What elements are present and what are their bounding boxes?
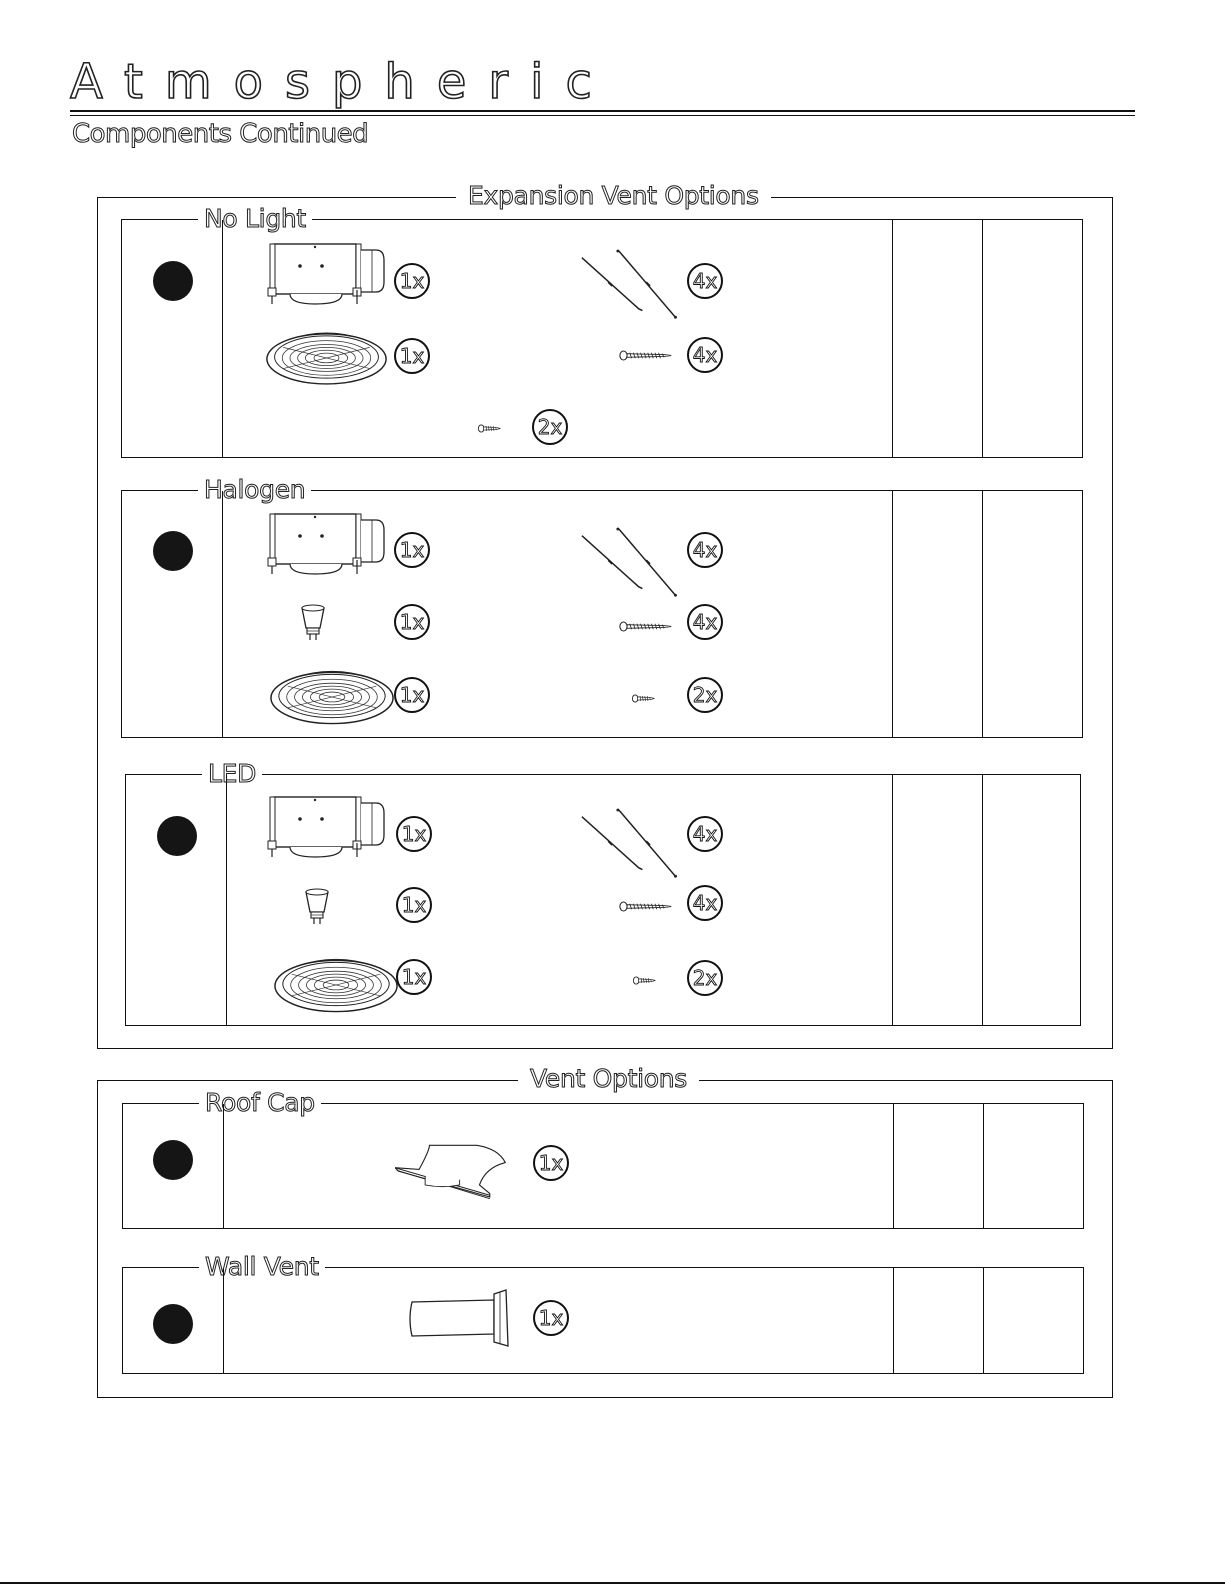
column-divider — [983, 1104, 984, 1228]
qty-badge-short-screws: 2x — [532, 409, 568, 445]
column-divider — [982, 220, 983, 457]
panel-title-wall-vent: Wall Vent — [199, 1254, 325, 1279]
column-divider — [893, 1104, 894, 1228]
column-divider — [982, 775, 983, 1025]
panel-title-roof-cap: Roof Cap — [199, 1090, 321, 1115]
panel-led: LED 1x 1x 1x 4x 4x 2x — [125, 774, 1081, 1026]
panel-wall-vent: Wall Vent 1x — [122, 1267, 1084, 1374]
grille-icon — [272, 954, 400, 1014]
column-divider — [983, 1268, 984, 1373]
footer-rule — [0, 1582, 1225, 1584]
short-screw-icon — [633, 975, 657, 986]
qty-badge-short-screws: 2x — [687, 677, 723, 713]
step-marker-icon — [153, 531, 193, 571]
qty-badge-wood-screws: 4x — [687, 337, 723, 373]
fan-housing-icon — [260, 793, 390, 863]
panel-no-light: No Light 1x 1x 4x 4x 2x — [121, 219, 1083, 458]
section-title-expansion: Expansion Vent Options — [456, 183, 771, 208]
column-divider — [892, 491, 893, 737]
qty-badge-hanger-bars: 4x — [687, 532, 723, 568]
qty-badge-bulb: 1x — [394, 604, 430, 640]
grille-icon — [268, 666, 396, 726]
column-divider — [892, 220, 893, 457]
roof-cap-icon — [395, 1138, 507, 1206]
step-marker-icon — [157, 816, 197, 856]
qty-badge-wood-screws: 4x — [687, 604, 723, 640]
fan-housing-icon — [260, 240, 390, 310]
panel-halogen: Halogen 1x 1x 1x 4x 4x 2x — [121, 490, 1083, 738]
section-title-vent: Vent Options — [518, 1066, 699, 1091]
fan-housing-icon — [260, 510, 390, 580]
short-screw-icon — [632, 693, 656, 704]
grille-icon — [264, 328, 389, 386]
qty-badge-short-screws: 2x — [687, 960, 723, 996]
bulb-icon — [302, 888, 332, 928]
vent-options-section: Vent Options Roof Cap 1x Wall Vent 1x — [97, 1080, 1113, 1398]
column-divider — [222, 220, 223, 457]
qty-badge-housing: 1x — [396, 816, 432, 852]
brand-title: Atmospheric — [70, 58, 614, 106]
column-divider — [893, 1268, 894, 1373]
qty-badge-housing: 1x — [394, 263, 430, 299]
step-marker-icon — [153, 1304, 193, 1344]
qty-badge-grille: 1x — [394, 677, 430, 713]
qty-badge-bulb: 1x — [396, 887, 432, 923]
short-screw-icon — [478, 423, 502, 434]
panel-title-no-light: No Light — [198, 206, 312, 231]
hanger-bar-icon — [580, 526, 684, 602]
qty-badge-hanger-bars: 4x — [687, 263, 723, 299]
step-marker-icon — [153, 261, 193, 301]
header-rule-thin — [70, 115, 1135, 116]
step-marker-icon — [153, 1140, 193, 1180]
qty-badge-roof-cap: 1x — [533, 1145, 569, 1181]
header-rule — [70, 110, 1135, 112]
column-divider — [982, 491, 983, 737]
qty-badge-wall-vent: 1x — [533, 1300, 569, 1336]
hanger-bar-icon — [580, 807, 684, 883]
qty-badge-wood-screws: 4x — [687, 885, 723, 921]
panel-title-led: LED — [202, 761, 262, 786]
page-subtitle: Components Continued — [72, 120, 368, 149]
column-divider — [223, 1104, 224, 1228]
column-divider — [222, 491, 223, 737]
hanger-bar-icon — [580, 248, 684, 324]
expansion-vent-options-section: Expansion Vent Options No Light 1x 1x 4x… — [97, 197, 1113, 1049]
column-divider — [892, 775, 893, 1025]
long-screw-icon — [619, 900, 673, 913]
column-divider — [223, 1268, 224, 1373]
long-screw-icon — [619, 620, 673, 633]
qty-badge-housing: 1x — [394, 532, 430, 568]
qty-badge-grille: 1x — [394, 338, 430, 374]
panel-roof-cap: Roof Cap 1x — [122, 1103, 1084, 1229]
bulb-icon — [298, 604, 328, 644]
qty-badge-grille: 1x — [396, 959, 432, 995]
column-divider — [226, 775, 227, 1025]
long-screw-icon — [619, 349, 673, 362]
qty-badge-hanger-bars: 4x — [687, 816, 723, 852]
panel-title-halogen: Halogen — [198, 477, 311, 502]
wall-vent-icon — [406, 1288, 516, 1348]
